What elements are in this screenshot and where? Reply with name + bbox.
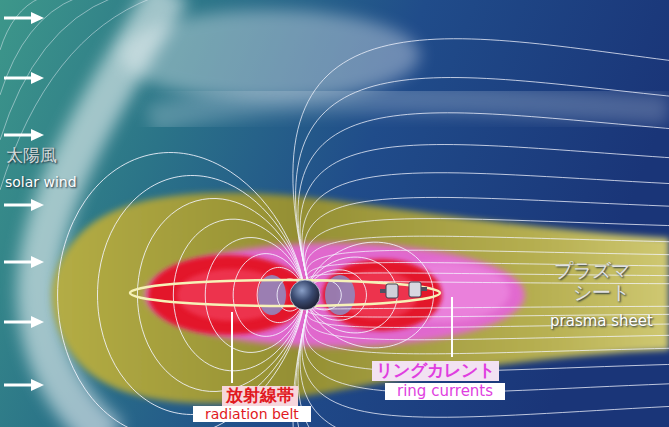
satellite-orbit — [130, 280, 440, 306]
field-line — [293, 39, 669, 282]
satellite — [380, 284, 398, 298]
field-line — [0, 0, 76, 95]
field-line — [298, 113, 669, 282]
radiation-belt-lobe — [148, 255, 308, 335]
field-line — [296, 78, 669, 282]
field-line — [0, 0, 152, 190]
english-label: solar wind — [5, 174, 77, 190]
field-line — [306, 308, 669, 354]
plasma-sheet-region — [52, 193, 669, 404]
magnetopause-haze — [150, 98, 669, 120]
field-line — [293, 308, 669, 427]
field-line — [298, 308, 669, 427]
field-line — [0, 0, 40, 50]
field-line — [306, 308, 669, 340]
field-line — [296, 308, 669, 427]
satellite — [409, 282, 427, 297]
leader-line — [231, 312, 233, 383]
field-line — [303, 308, 669, 393]
japanese-label: リングカレント — [372, 361, 499, 381]
field-line — [308, 306, 669, 309]
field-line — [306, 242, 434, 348]
japanese-label: プラズマ シート — [543, 260, 630, 304]
ring-current-region — [145, 243, 525, 347]
english-label: prasma sheet — [550, 313, 653, 330]
japanese-label: 太陽風 — [6, 146, 57, 166]
english-label: radiation belt — [193, 406, 311, 422]
japanese-label: 放射線帯 — [222, 386, 298, 406]
earth — [290, 280, 320, 310]
field-line — [0, 0, 112, 140]
leader-line — [451, 297, 453, 357]
field-line — [302, 308, 669, 417]
field-line — [300, 308, 669, 427]
field-line — [58, 153, 304, 427]
english-label: ring currents — [385, 383, 505, 400]
solar-wind-arrows — [4, 12, 44, 391]
field-line — [98, 175, 304, 414]
